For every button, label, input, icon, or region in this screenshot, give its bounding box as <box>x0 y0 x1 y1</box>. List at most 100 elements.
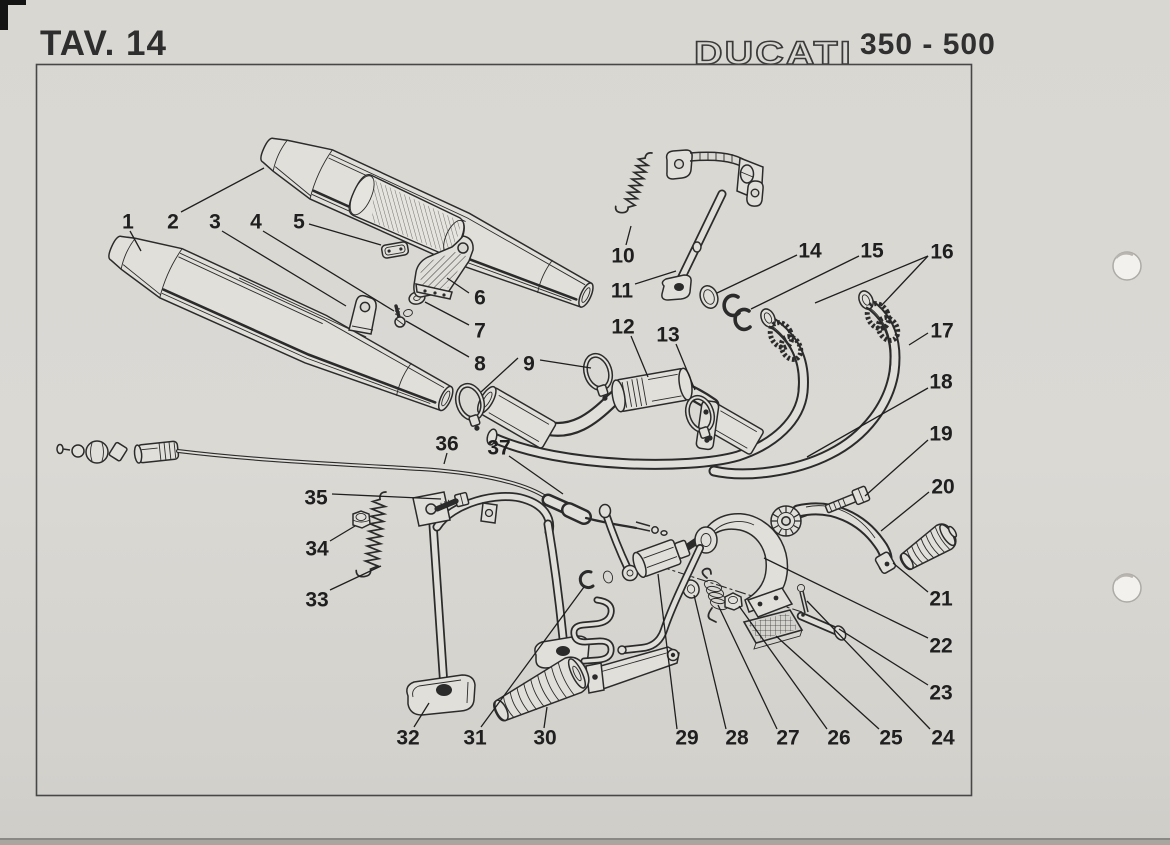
part-callout-11: 11 <box>611 280 634 303</box>
part-callout-14: 14 <box>798 240 822 263</box>
exhaust-flange-ring-inner <box>703 289 715 305</box>
ducati-logo-text: DUCATI <box>694 34 853 68</box>
part-callout-3: 3 <box>209 211 221 234</box>
punch-hole <box>1112 573 1142 603</box>
centre-stand-bolt <box>434 491 470 512</box>
leader-line-22 <box>763 557 929 639</box>
scan-corner-artifact <box>0 0 26 30</box>
part-callout-27: 27 <box>776 727 799 750</box>
header-pipe-right <box>708 290 901 480</box>
pedal-return-spring <box>701 567 729 623</box>
plate-number: TAV. 14 <box>40 24 167 63</box>
centre-stand <box>406 491 590 716</box>
leader-line-37 <box>508 455 564 495</box>
part-callout-31: 31 <box>463 727 487 750</box>
centre-stand-spring <box>355 491 389 578</box>
leader-line-3 <box>221 230 347 307</box>
leader-line-16 <box>880 255 929 307</box>
leader-line-19 <box>864 439 929 497</box>
leader-line-34 <box>329 525 356 542</box>
leader-line-10 <box>625 225 632 246</box>
brake-pedal <box>617 513 804 655</box>
part-callout-33: 33 <box>305 589 328 612</box>
leader-line-4 <box>262 230 395 312</box>
leader-line-21 <box>892 562 929 593</box>
silencer-bracket <box>348 294 377 335</box>
finned-clamp-ring <box>778 334 804 362</box>
cotter-pin <box>796 583 809 614</box>
silencer-upper <box>260 137 594 308</box>
header-pipe-left <box>486 308 809 470</box>
leader-line-31 <box>480 586 585 728</box>
leader-line-7 <box>424 301 470 326</box>
leader-line-33 <box>329 565 382 591</box>
leader-line-6 <box>446 277 470 294</box>
part-callout-37: 37 <box>487 437 510 460</box>
cable-link-arm <box>598 503 639 582</box>
part-callout-21: 21 <box>929 588 953 611</box>
control-cable <box>56 440 668 536</box>
footrest-rubber <box>899 523 958 571</box>
part-callout-4: 4 <box>250 211 262 234</box>
pipe-clamp <box>582 352 614 401</box>
finned-clamp-ring <box>864 301 892 331</box>
leader-line-20 <box>880 491 930 532</box>
leader-line-5 <box>308 223 382 246</box>
part-callout-29: 29 <box>675 727 698 750</box>
side-stand-spring <box>614 152 653 214</box>
leader-line-1 <box>129 230 142 252</box>
leader-line-32 <box>413 702 430 728</box>
leader-line-29 <box>657 573 678 730</box>
part-callout-16: 16 <box>930 241 953 264</box>
retaining-clip <box>578 570 614 590</box>
part-callout-36: 36 <box>435 433 458 456</box>
part-callout-19: 19 <box>929 423 952 446</box>
part-callout-8: 8 <box>474 353 486 376</box>
leader-line-30 <box>543 706 548 729</box>
part-callout-25: 25 <box>879 727 903 750</box>
part-callout-32: 32 <box>396 727 419 750</box>
part-callout-22: 22 <box>929 635 952 658</box>
coupling-sleeve-mid <box>611 367 693 413</box>
footrest-lever <box>770 502 897 574</box>
hanger-bracket <box>413 235 474 300</box>
finned-clamp-ring <box>875 315 901 343</box>
part-callout-5: 5 <box>293 211 305 234</box>
leader-line-11 <box>634 270 677 285</box>
leader-line-36 <box>443 452 448 465</box>
ducati-logo: DUCATI <box>694 33 853 68</box>
exhaust-flange-ring <box>699 285 719 309</box>
centre-stand-nut <box>352 510 371 529</box>
part-callout-12: 12 <box>611 316 634 339</box>
leader-line-8 <box>405 320 470 358</box>
pipe-clamp <box>684 394 716 443</box>
leader-line-35 <box>331 493 442 500</box>
pedal-nut <box>724 592 743 611</box>
part-callout-24: 24 <box>931 727 955 750</box>
part-callout-7: 7 <box>474 320 486 343</box>
part-callout-34: 34 <box>305 538 329 561</box>
leader-line-17 <box>908 332 929 346</box>
part-callout-30: 30 <box>533 727 556 750</box>
footpeg-bar <box>585 646 680 694</box>
model-range: 350 - 500 <box>860 28 996 61</box>
leader-line-9 <box>480 357 519 393</box>
side-stand-bracket <box>665 149 764 207</box>
punch-hole <box>1112 251 1142 281</box>
part-callout-28: 28 <box>725 727 749 750</box>
side-stand-leg <box>661 189 727 301</box>
part-callout-35: 35 <box>304 487 328 510</box>
leader-line-26 <box>738 605 828 730</box>
leader-line-2 <box>180 167 265 213</box>
silencer-lower <box>108 235 454 412</box>
leader-line-14 <box>716 254 798 294</box>
part-callout-10: 10 <box>611 245 634 268</box>
part-callout-1: 1 <box>122 211 134 234</box>
leader-line-23 <box>838 628 929 686</box>
part-callout-2: 2 <box>167 211 179 234</box>
footpeg-rubber <box>493 656 590 722</box>
leader-line-28 <box>693 594 727 730</box>
part-callout-18: 18 <box>929 371 953 394</box>
